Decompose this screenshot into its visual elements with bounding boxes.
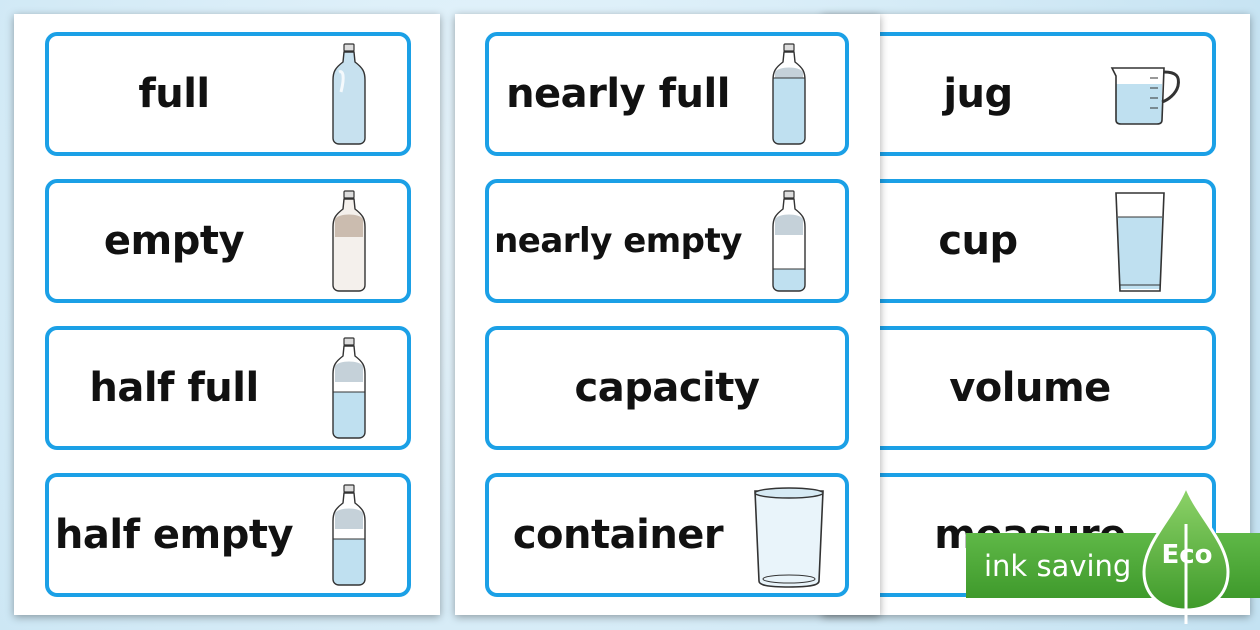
word-card: capacity [485, 326, 849, 450]
bottle-nearly-full-icon [772, 43, 806, 145]
word-card: half full [45, 326, 411, 450]
word-card: container [485, 473, 849, 597]
card-word: half full [89, 365, 259, 411]
word-card: half empty [45, 473, 411, 597]
card-word: cup [938, 218, 1018, 264]
word-card: nearly empty [485, 179, 849, 303]
word-card: cup [816, 179, 1216, 303]
card-word: capacity [574, 365, 760, 411]
ink-saving-text: ink saving [984, 548, 1132, 583]
card-word: empty [103, 218, 245, 264]
bottle-full-icon [332, 43, 366, 145]
measuring-jug-icon [1110, 67, 1180, 125]
card-word: full [138, 71, 210, 117]
eco-leaf-drop-icon [1142, 484, 1230, 624]
word-card: volume [816, 326, 1216, 450]
card-word: volume [949, 365, 1111, 411]
word-card: nearly full [485, 32, 849, 156]
card-word: nearly empty [494, 221, 742, 261]
word-card-sheet-2: nearly full nearly empty capacity contai… [455, 14, 880, 615]
glass-cup-icon [1115, 192, 1165, 292]
word-card-sheet-1: full empty half full half empty [14, 14, 440, 615]
card-word: half empty [54, 512, 294, 558]
card-word: jug [943, 71, 1013, 117]
word-card: jug [816, 32, 1216, 156]
container-icon [754, 487, 824, 588]
word-card: empty [45, 179, 411, 303]
eco-label: Eco [1161, 540, 1213, 570]
card-word: container [512, 512, 724, 558]
bottle-nearly-empty-icon [772, 190, 806, 292]
bottle-half-full-icon [332, 337, 366, 439]
word-card: full [45, 32, 411, 156]
card-word: nearly full [506, 71, 730, 117]
bottle-empty-icon [332, 190, 366, 292]
bottle-half-empty-icon [332, 484, 366, 586]
